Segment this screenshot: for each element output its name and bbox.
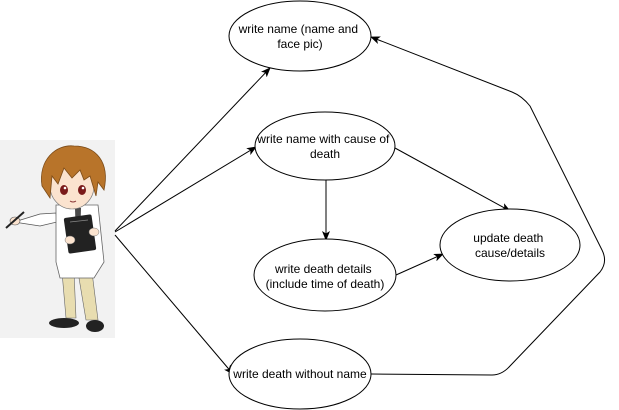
use-case-update-death-label: update death cause/details (473, 231, 546, 260)
use-case-write-details-line-1: write death details (274, 262, 372, 276)
use-case-write-details: write death details (include time of dea… (253, 238, 397, 312)
use-case-write-name-line-1: write name (name and (238, 22, 358, 36)
edge-actor-to-write-cause (114, 146, 257, 233)
edge-actor-to-write-without-name (114, 234, 234, 375)
use-case-write-without-name-line-1: write death without name (232, 367, 367, 381)
use-case-write-name-shape (228, 0, 372, 72)
anime-character-holding-notebook-icon (5, 145, 106, 332)
use-case-update-death: update death cause/details (439, 208, 581, 282)
use-case-write-cause: write name with cause of death (254, 111, 396, 181)
use-case-write-without-name: write death without name (228, 338, 372, 410)
use-case-write-name-label: write name (name and face pic) (238, 22, 362, 51)
use-case-update-death-shape (439, 208, 581, 282)
actor-figure (0, 140, 115, 338)
edge-write-cause-to-update (394, 147, 511, 212)
use-case-write-details-line-2: (include time of death) (266, 277, 385, 291)
use-case-update-death-line-2: cause/details (475, 246, 545, 260)
use-case-write-cause-line-2: death (310, 147, 340, 161)
use-case-update-death-line-1: update death (473, 231, 543, 245)
use-case-write-details-shape (253, 238, 397, 312)
use-case-write-name: write name (name and face pic) (228, 0, 372, 72)
edge-details-to-update (395, 253, 444, 276)
edge-without-name-to-write-name (370, 36, 606, 376)
use-case-write-cause-shape (254, 111, 396, 181)
edge-actor-to-write-name (114, 67, 271, 232)
use-case-write-without-name-shape (228, 338, 372, 410)
use-case-write-name-line-2: face pic) (277, 37, 322, 51)
use-case-write-without-name-label: write death without name (232, 367, 367, 381)
use-case-write-cause-label: write name with cause of death (256, 132, 392, 161)
use-case-write-cause-line-1: write name with cause of (256, 132, 390, 146)
use-case-write-details-label: write death details (include time of dea… (266, 262, 385, 291)
